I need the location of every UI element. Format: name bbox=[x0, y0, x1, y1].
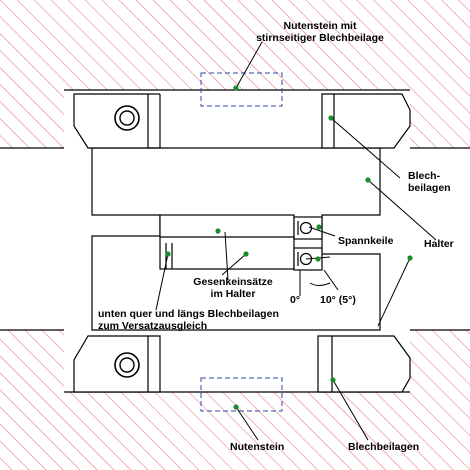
clamp-block-top-right bbox=[321, 93, 411, 149]
gesenkeinsaetze bbox=[159, 214, 295, 270]
label-nutenstein-top-line2: stirnseitiger Blechbeilage bbox=[256, 32, 384, 44]
clamp-block-bottom-right bbox=[317, 335, 411, 393]
label-unten-line1: unten quer und längs Blechbeilagen bbox=[98, 308, 279, 320]
label-angle-ten: 10° (5°) bbox=[320, 294, 356, 306]
angle-lines bbox=[299, 269, 339, 296]
label-nutenstein-top-line1: Nutenstein mit bbox=[283, 20, 357, 32]
nutenstein-bottom-outline bbox=[200, 377, 283, 412]
nutenstein-top-outline bbox=[200, 72, 283, 107]
label-angle-zero: 0° bbox=[290, 294, 301, 306]
label-gesenkeinsaetze-line2: im Halter bbox=[210, 288, 256, 300]
hatched-table-bottom bbox=[0, 330, 470, 470]
leader-lines bbox=[155, 41, 437, 441]
screw-icon bbox=[114, 105, 140, 131]
label-blechbeilagen-right-line1: Blech- bbox=[408, 170, 441, 182]
label-blechbeilagen-bottom: Blechbeilagen bbox=[348, 441, 420, 453]
label-unten-line2: zum Versatzausgleich bbox=[98, 320, 208, 332]
leader-dots bbox=[165, 85, 413, 410]
label-gesenkeinsaetze: Gesenkeinsätze im Halter bbox=[188, 276, 278, 300]
screw-icon bbox=[114, 352, 140, 378]
label-unten-blechbeilagen: unten quer und längs Blechbeilagen zum V… bbox=[98, 308, 279, 332]
label-blechbeilagen-right-line2: beilagen bbox=[408, 182, 451, 194]
label-nutenstein-top: Nutenstein mit stirnseitiger Blechbeilag… bbox=[240, 20, 400, 44]
label-halter: Halter bbox=[424, 238, 454, 250]
label-spannkeile: Spannkeile bbox=[338, 235, 394, 247]
label-gesenkeinsaetze-line1: Gesenkeinsätze bbox=[193, 276, 273, 288]
label-blechbeilagen-right: Blech- beilagen bbox=[408, 170, 451, 194]
hatched-table-top bbox=[0, 0, 470, 148]
label-nutenstein-bottom: Nutenstein bbox=[230, 441, 285, 453]
